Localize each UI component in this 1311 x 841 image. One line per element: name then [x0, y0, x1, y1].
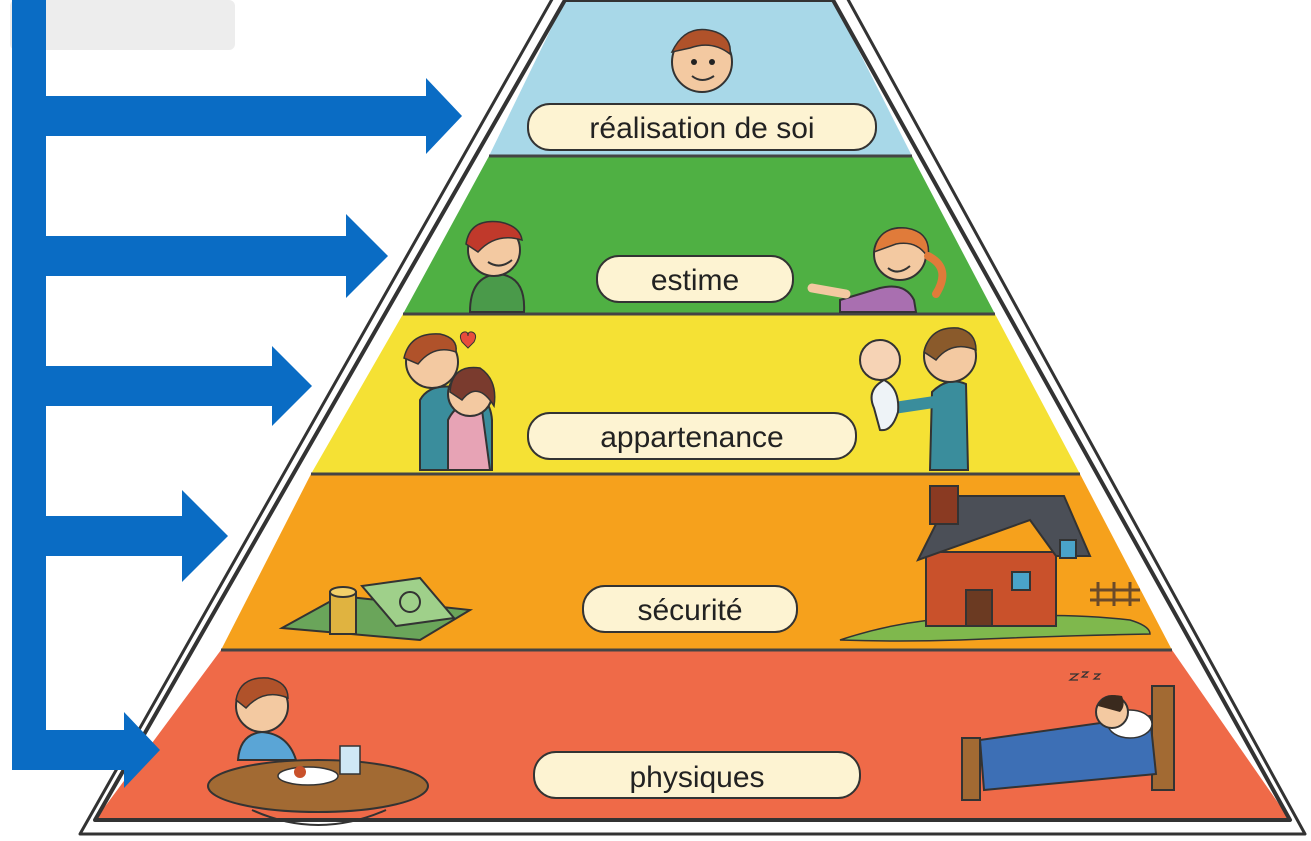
label-pill	[527, 103, 877, 151]
arrow-to-estime	[46, 214, 388, 298]
outer-frame	[78, 0, 1307, 836]
sleeping-bed-icon	[961, 671, 1175, 801]
label-realisation-text: réalisation de soi	[589, 112, 814, 145]
boy-eating-icon	[207, 677, 429, 826]
band-estime	[403, 156, 995, 314]
boy-face-icon	[670, 28, 733, 93]
arrow-to-physiques	[12, 712, 160, 788]
arrow-trunk	[12, 0, 46, 770]
label-realisation: réalisation de soi	[527, 103, 877, 151]
label-physiques-text: physiques	[629, 761, 764, 794]
label-pill	[527, 412, 857, 460]
boy-waving-icon	[465, 220, 526, 313]
label-appartenance: appartenance	[527, 412, 857, 460]
illustrations	[207, 28, 1175, 826]
label-pill	[596, 255, 794, 303]
corner-tab	[10, 0, 235, 50]
level-arrows	[12, 0, 462, 788]
label-estime-text: estime	[651, 264, 739, 297]
label-pill	[582, 585, 798, 633]
arrow-to-realisation	[46, 78, 462, 154]
level-labels: réalisation de soi estime appartenance s…	[527, 103, 877, 799]
couple-hugging-icon	[403, 331, 496, 471]
label-estime: estime	[596, 255, 794, 303]
label-physiques: physiques	[533, 751, 861, 799]
label-appartenance-text: appartenance	[600, 421, 784, 454]
money-stack-icon	[278, 576, 474, 642]
label-pill	[533, 751, 861, 799]
father-baby-icon	[859, 327, 977, 471]
label-securite-text: sécurité	[637, 594, 742, 627]
label-securite: sécurité	[582, 585, 798, 633]
house-icon	[839, 485, 1151, 642]
girl-reaching-icon	[807, 227, 947, 313]
arrow-to-appartenance	[46, 346, 312, 426]
arrow-to-securite	[46, 490, 228, 582]
